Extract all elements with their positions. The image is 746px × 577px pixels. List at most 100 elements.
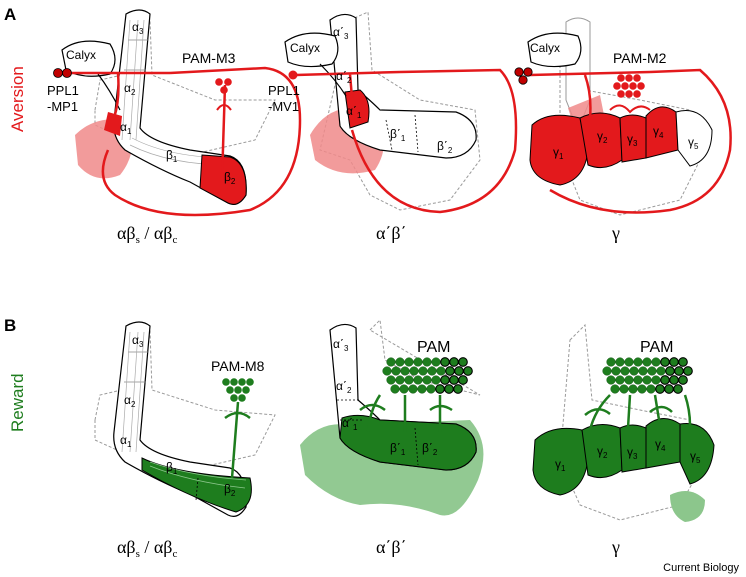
svg-text:γ4: γ4 bbox=[653, 124, 664, 140]
aversion-label: Aversion bbox=[8, 66, 27, 132]
compartment-gamma: γ bbox=[627, 132, 633, 146]
reward-label: Reward bbox=[8, 373, 27, 432]
subscript: 1 bbox=[127, 127, 132, 136]
lobe-apbp: α΄β΄ bbox=[376, 537, 407, 557]
compartment-alpha: α bbox=[120, 120, 127, 134]
svg-text:α1: α1 bbox=[120, 433, 132, 449]
compartment-gamma: γ bbox=[655, 437, 661, 451]
svg-text:γ2: γ2 bbox=[597, 129, 608, 145]
journal-credit: Current Biology bbox=[663, 562, 739, 574]
neuron-cell-body bbox=[523, 67, 533, 77]
svg-text:γ2: γ2 bbox=[597, 444, 608, 460]
neuron-cell-body bbox=[514, 67, 524, 77]
compartment-beta-prime: β΄ bbox=[422, 441, 433, 455]
svg-text:γ3: γ3 bbox=[627, 132, 638, 148]
diagram-a-gamma: Calyx PAM-M2 γ1 γ2 γ3 γ4 γ5 γ bbox=[514, 17, 732, 243]
calyx-label: Calyx bbox=[290, 41, 320, 55]
compartment-gamma: γ bbox=[597, 444, 603, 458]
subscript: 2 bbox=[603, 451, 608, 460]
svg-text:β΄1: β΄1 bbox=[390, 127, 406, 143]
lobe-ab-c: / αβ bbox=[140, 537, 173, 557]
subscript: 2 bbox=[448, 146, 453, 155]
diagram-b-apbp: PAM α΄3 α΄2 α΄1 β΄1 β΄2 α΄β΄ bbox=[300, 318, 484, 557]
subscript: 5 bbox=[694, 142, 699, 151]
pam-m3-label: PAM-M3 bbox=[182, 50, 236, 66]
subscript: 1 bbox=[353, 423, 358, 432]
compartment-alpha-prime: α΄ bbox=[346, 104, 357, 118]
diagram-a-ab: Calyx PAM-M3 PPL1 -MP1 α3 α2 α1 β1 β2 αβ… bbox=[47, 9, 302, 246]
subscript: 2 bbox=[231, 489, 236, 498]
calyx-label: Calyx bbox=[66, 48, 96, 62]
neuron-cell-body bbox=[518, 75, 528, 85]
subscript: 5 bbox=[696, 456, 701, 465]
compartment-alpha-prime: α΄ bbox=[336, 379, 347, 393]
compartment-alpha: α bbox=[132, 333, 139, 347]
lobe-gamma: γ bbox=[611, 537, 620, 557]
svg-text:γ5: γ5 bbox=[690, 449, 701, 465]
svg-text:β2: β2 bbox=[224, 482, 236, 498]
calyx-label: Calyx bbox=[530, 41, 560, 55]
pam-cluster bbox=[382, 357, 473, 394]
compartment-beta-prime: β΄ bbox=[437, 139, 448, 153]
svg-text:β1: β1 bbox=[166, 148, 178, 164]
svg-text:α΄1: α΄1 bbox=[346, 104, 362, 120]
compartment-alpha-prime: α΄ bbox=[333, 337, 344, 351]
svg-text:αβs / αβc: αβs / αβc bbox=[117, 537, 177, 560]
svg-text:γ5: γ5 bbox=[688, 135, 699, 151]
compartment-gamma: γ bbox=[688, 135, 694, 149]
subscript: 1 bbox=[559, 152, 564, 161]
mp1-label: -MP1 bbox=[47, 99, 78, 114]
compartment-alpha: α bbox=[120, 433, 127, 447]
compartment-gamma: γ bbox=[653, 124, 659, 138]
ppl1-label: PPL1 bbox=[268, 83, 300, 98]
neuron-cell-body bbox=[224, 78, 232, 86]
compartment-beta: β bbox=[166, 460, 173, 474]
svg-text:β2: β2 bbox=[224, 170, 236, 186]
svg-text:α΄2: α΄2 bbox=[336, 379, 352, 395]
lobe-ab: αβ bbox=[117, 537, 136, 557]
diagram-b-gamma: PAM γ1 γ2 γ3 γ4 γ5 γ bbox=[532, 323, 715, 557]
subscript: 4 bbox=[661, 444, 666, 453]
pam-m2-label: PAM-M2 bbox=[613, 50, 667, 66]
subscript: 3 bbox=[344, 32, 349, 41]
neuron-cell-body bbox=[215, 78, 223, 86]
pam-cluster bbox=[602, 357, 693, 394]
subscript: 2 bbox=[131, 88, 136, 97]
compartment-alpha-prime: α΄ bbox=[333, 25, 344, 39]
svg-text:α΄3: α΄3 bbox=[333, 25, 349, 41]
subscript: c bbox=[172, 548, 177, 560]
pam-m2-cluster bbox=[613, 74, 645, 98]
lobe-apbp: α΄β΄ bbox=[376, 223, 407, 243]
ppl1-label: PPL1 bbox=[47, 83, 79, 98]
svg-text:α΄2: α΄2 bbox=[336, 69, 352, 85]
subscript: 2 bbox=[347, 76, 352, 85]
svg-text:α1: α1 bbox=[120, 120, 132, 136]
svg-text:γ1: γ1 bbox=[555, 457, 566, 473]
compartment-alpha: α bbox=[124, 81, 131, 95]
subscript: 1 bbox=[401, 134, 406, 143]
subscript: 2 bbox=[603, 136, 608, 145]
svg-text:γ4: γ4 bbox=[655, 437, 666, 453]
pam-label: PAM bbox=[640, 339, 673, 356]
pam-m8-cluster bbox=[222, 378, 254, 402]
subscript: 3 bbox=[139, 340, 144, 349]
compartment-beta-prime: β΄ bbox=[390, 441, 401, 455]
svg-text:α3: α3 bbox=[132, 20, 144, 36]
compartment-alpha-prime: α΄ bbox=[336, 69, 347, 83]
svg-text:γ1: γ1 bbox=[553, 145, 564, 161]
subscript: 1 bbox=[173, 155, 178, 164]
compartment-beta: β bbox=[224, 482, 231, 496]
subscript: 1 bbox=[127, 440, 132, 449]
subscript: 1 bbox=[401, 448, 406, 457]
pam-m8-label: PAM-M8 bbox=[211, 358, 265, 374]
svg-text:α2: α2 bbox=[124, 393, 136, 409]
neuron-cell-body bbox=[288, 70, 298, 80]
compartment-beta-prime: β΄ bbox=[390, 127, 401, 141]
compartment-alpha-prime: α΄ bbox=[342, 416, 353, 430]
lobe-gamma: γ bbox=[611, 223, 620, 243]
compartment-beta: β bbox=[224, 170, 231, 184]
subscript: s bbox=[136, 234, 140, 246]
lobe-ab: αβ bbox=[117, 223, 136, 243]
lobe-ab-c: / αβ bbox=[140, 223, 173, 243]
